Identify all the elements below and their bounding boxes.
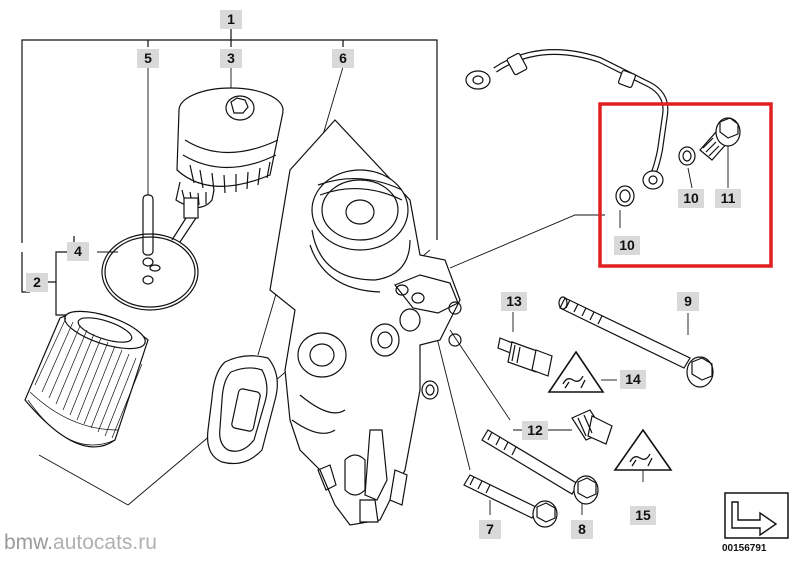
watermark: bmw.autocats.ru <box>4 531 157 555</box>
highlight-box <box>598 102 773 268</box>
o-ring <box>101 233 199 311</box>
pressure-switch <box>571 409 613 445</box>
part-label-8[interactable]: 8 <box>571 520 593 539</box>
part-label-2[interactable]: 2 <box>26 273 48 292</box>
temperature-sensor <box>497 337 553 377</box>
drain-rod <box>142 194 161 285</box>
part-label-13[interactable]: 13 <box>501 292 527 311</box>
oil-filter-housing <box>269 119 462 526</box>
bolt-8 <box>481 429 599 505</box>
bolt-7 <box>463 474 558 528</box>
next-diagram-arrow-icon <box>724 492 789 539</box>
watermark-part1: bmw. <box>4 531 54 554</box>
watermark-part2: autocats.ru <box>53 531 157 554</box>
part-label-14[interactable]: 14 <box>620 370 646 389</box>
filter-element <box>24 310 149 448</box>
sealing-washers <box>615 146 696 207</box>
warning-triangle-14 <box>547 350 605 393</box>
part-label-7[interactable]: 7 <box>479 520 501 539</box>
part-label-1[interactable]: 1 <box>220 10 242 29</box>
part-label-10-lower[interactable]: 10 <box>614 236 640 255</box>
part-label-3[interactable]: 3 <box>220 49 242 68</box>
part-label-10-upper[interactable]: 10 <box>678 189 704 208</box>
part-label-12[interactable]: 12 <box>522 421 548 440</box>
part-label-15[interactable]: 15 <box>630 506 656 525</box>
housing-gasket <box>206 355 278 465</box>
banjo-bolt <box>699 117 741 161</box>
diagram-number: 00156791 <box>722 543 767 554</box>
oil-filter-cap <box>171 87 284 243</box>
part-label-5[interactable]: 5 <box>137 49 159 68</box>
part-label-11[interactable]: 11 <box>715 189 741 208</box>
oil-pipe <box>465 49 669 190</box>
part-label-4[interactable]: 4 <box>67 242 89 261</box>
part-label-9[interactable]: 9 <box>677 292 699 311</box>
long-bolt <box>558 296 714 388</box>
warning-triangle-15 <box>613 428 673 471</box>
part-label-6[interactable]: 6 <box>332 49 354 68</box>
